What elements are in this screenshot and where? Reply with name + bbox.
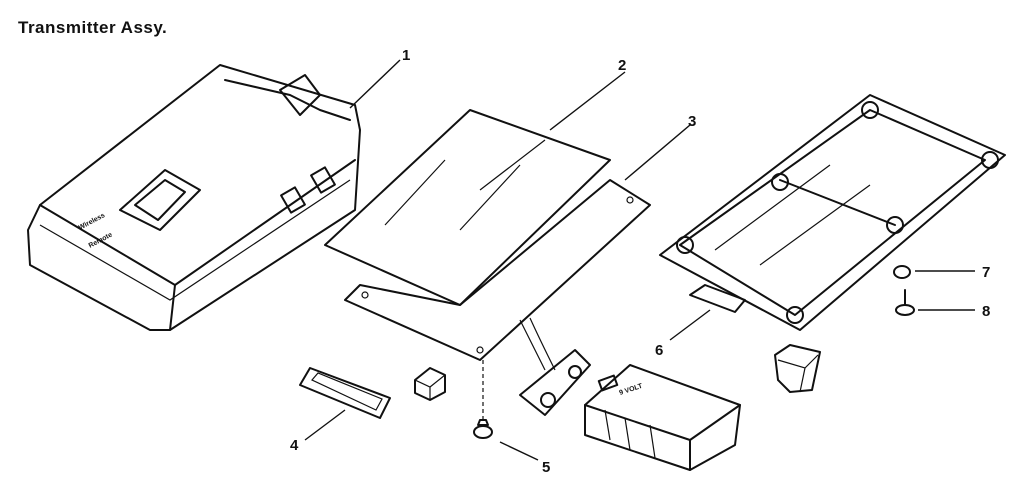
circuit-board — [344, 179, 651, 361]
transmitter-housing: Wireless Remote — [27, 64, 361, 331]
callout-6: 6 — [655, 342, 663, 359]
callout-8: 8 — [982, 303, 990, 320]
washer — [893, 265, 911, 279]
small-cube — [414, 367, 446, 401]
cover-plate — [324, 109, 611, 306]
label-strip — [299, 367, 391, 419]
backing-tray — [659, 94, 1006, 331]
leader-lines — [304, 59, 975, 461]
callout-2: 2 — [618, 57, 626, 74]
svg-text:Wireless: Wireless — [78, 212, 107, 232]
callout-1: 1 — [402, 47, 410, 64]
battery-connector — [519, 317, 591, 416]
screw — [473, 360, 493, 439]
battery: 9 VOLT — [584, 364, 741, 471]
callout-5: 5 — [542, 459, 550, 476]
battery-label: 9 VOLT — [618, 383, 644, 397]
diagram-title: Transmitter Assy. — [18, 18, 168, 37]
rubber-foot — [774, 344, 821, 393]
callout-7: 7 — [982, 264, 990, 281]
callout-3: 3 — [688, 113, 696, 130]
small-screw — [895, 289, 915, 316]
callout-4: 4 — [290, 437, 299, 454]
